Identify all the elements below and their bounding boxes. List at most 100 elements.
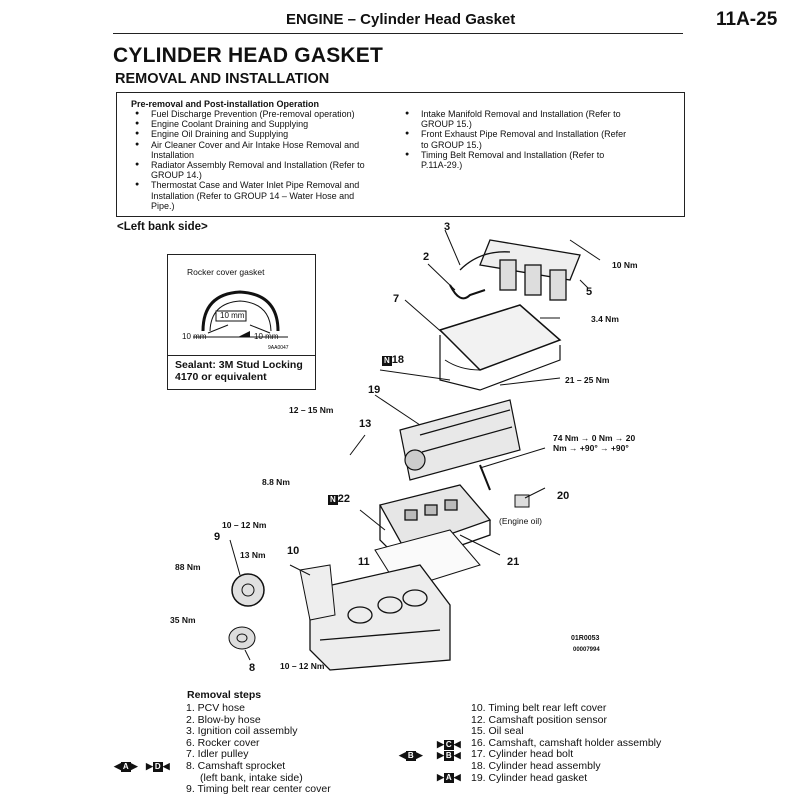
removal-steps-left: 1. PCV hose 2. Blow-by hose 3. Ignition …: [186, 702, 331, 796]
list-item: Air Cleaner Cover and Air Intake Hose Re…: [131, 140, 371, 160]
list-item: 12. Camshaft position sensor: [471, 713, 607, 726]
callout-7: 7: [393, 293, 400, 305]
pcv-hose: [449, 284, 486, 300]
tag-a-left: ◀A▶: [114, 761, 138, 772]
removal-steps-right: 10. Timing belt rear left cover 12. Cams…: [471, 702, 662, 784]
list-item: 10. Timing belt rear left cover: [471, 702, 607, 714]
callout-19: 19: [368, 384, 381, 396]
callout-18-number: 18: [391, 354, 405, 366]
list-item: 18. Cylinder head assembly: [471, 759, 601, 772]
svg-text:9AA0047: 9AA0047: [268, 345, 289, 351]
timing-belt-rear-cover: [299, 564, 336, 621]
list-item: 16. Camshaft, camshaft holder assembly: [471, 736, 662, 749]
pre-removal-right-list: Intake Manifold Removal and Installation…: [401, 109, 631, 170]
callout-22-number: 22: [337, 493, 351, 505]
torque-74nm-line1: 74 Nm → 0 Nm → 20: [553, 433, 636, 443]
tag-b-right: ▶B◀: [437, 750, 461, 761]
engine-block: [309, 564, 451, 671]
dim-right: 10 mm: [254, 332, 279, 341]
tag-c: ▶C◀: [437, 739, 461, 750]
list-item: 7. Idler pulley: [186, 748, 249, 761]
exploded-view-diagram: [228, 229, 601, 671]
callout-13: 13: [359, 418, 372, 430]
callout-21: 21: [507, 556, 520, 568]
engine-oil-note: (Engine oil): [499, 516, 542, 526]
callout-11: 11: [358, 556, 370, 568]
torque-12-15nm: 12 – 15 Nm: [289, 405, 334, 415]
camshaft-sprocket: [231, 573, 265, 607]
cylinder-head: [379, 484, 492, 566]
gasket-section-drawing: 9AA0047: [193, 290, 289, 351]
tag-b-label: B: [405, 751, 416, 761]
list-item: 9. Timing belt rear center cover: [186, 783, 331, 796]
page-title: CYLINDER HEAD GASKET: [113, 44, 384, 67]
list-item: Intake Manifold Removal and Installation…: [401, 109, 631, 129]
running-header-title: ENGINE – Cylinder Head Gasket: [286, 11, 516, 28]
callout-8: 8: [249, 662, 256, 674]
inset-title: Rocker cover gasket: [187, 267, 265, 277]
list-item: 1. PCV hose: [186, 702, 245, 714]
torque-13nm: 13 Nm: [240, 550, 266, 560]
tag-a-label: A: [120, 762, 131, 772]
section-label: <Left bank side>: [117, 221, 208, 233]
list-item: (left bank, intake side): [200, 771, 303, 784]
idler-pulley: [228, 626, 256, 650]
torque-10-12nm-b: 10 – 12 Nm: [280, 661, 325, 671]
pre-removal-left-list: Fuel Discharge Prevention (Pre-removal o…: [131, 109, 371, 211]
list-item: 8. Camshaft sprocket: [186, 759, 286, 772]
list-item: Front Exhaust Pipe Removal and Installat…: [401, 129, 631, 149]
list-item: Thermostat Case and Water Inlet Pipe Rem…: [131, 180, 371, 211]
torque-74nm-line2: Nm → +90° → +90°: [553, 443, 629, 453]
pre-removal-heading: Pre-removal and Post-installation Operat…: [131, 99, 320, 109]
pre-removal-box: Pre-removal and Post-installation Operat…: [116, 92, 685, 217]
header-rule: [113, 33, 683, 34]
torque-3-4nm: 3.4 Nm: [591, 314, 619, 324]
tag-b-right-label: B: [443, 751, 454, 761]
list-item: 19. Cylinder head gasket: [471, 771, 588, 784]
tag-n: N: [382, 356, 392, 366]
tag-c-label: C: [443, 740, 454, 750]
cylinder-head-bolt: [479, 464, 491, 491]
camshaft-holder-assembly: [399, 399, 521, 481]
list-item: 15. Oil seal: [471, 725, 524, 738]
inset-divider: [168, 355, 315, 356]
list-item: Timing Belt Removal and Installation (Re…: [401, 150, 631, 170]
tag-d: ▶D◀: [146, 761, 170, 772]
tag-b-left: ◀B▶: [399, 750, 423, 761]
rocker-cover: [438, 304, 562, 371]
dim-top: 10 mm: [220, 311, 245, 320]
removal-steps-heading: Removal steps: [187, 689, 262, 701]
callout-5: 5: [586, 286, 593, 298]
torque-8-8nm: 8.8 Nm: [262, 477, 290, 487]
list-item: 2. Blow-by hose: [186, 713, 261, 726]
list-item: Fuel Discharge Prevention (Pre-removal o…: [131, 109, 371, 119]
page-subtitle: REMOVAL AND INSTALLATION: [115, 71, 330, 87]
callout-9: 9: [214, 531, 221, 543]
figure-code-1: 01R0053: [571, 635, 600, 642]
list-item: 17. Cylinder head bolt: [471, 748, 574, 761]
tag-a-right: ▶A◀: [437, 772, 461, 783]
torque-88nm: 88 Nm: [175, 562, 201, 572]
list-item: Engine Coolant Draining and Supplying: [131, 119, 371, 129]
callout-3: 3: [444, 221, 451, 233]
figure-code-2: 00007994: [573, 647, 600, 653]
page-number: 11A-25: [716, 9, 778, 30]
sealant-note: Sealant: 3M Stud Locking 4170 or equival…: [175, 359, 303, 383]
tag-n: N: [328, 495, 338, 505]
list-item: 6. Rocker cover: [186, 736, 260, 749]
callout-20: 20: [557, 490, 570, 502]
dim-left: 10 mm: [182, 332, 207, 341]
callout-2: 2: [423, 251, 430, 263]
list-item: 3. Ignition coil assembly: [186, 725, 298, 738]
torque-10-12nm-a: 10 – 12 Nm: [222, 520, 267, 530]
torque-21-25nm: 21 – 25 Nm: [565, 375, 610, 385]
list-item: Engine Oil Draining and Supplying: [131, 129, 371, 139]
torque-35nm: 35 Nm: [170, 615, 196, 625]
torque-10nm: 10 Nm: [612, 260, 638, 270]
tag-d-label: D: [152, 762, 163, 772]
rocker-cover-gasket-inset: Rocker cover gasket 9AA0047 10 mm 10 mm …: [167, 254, 316, 390]
list-item: Radiator Assembly Removal and Installati…: [131, 160, 371, 180]
ignition-coil-assembly: [459, 239, 581, 301]
